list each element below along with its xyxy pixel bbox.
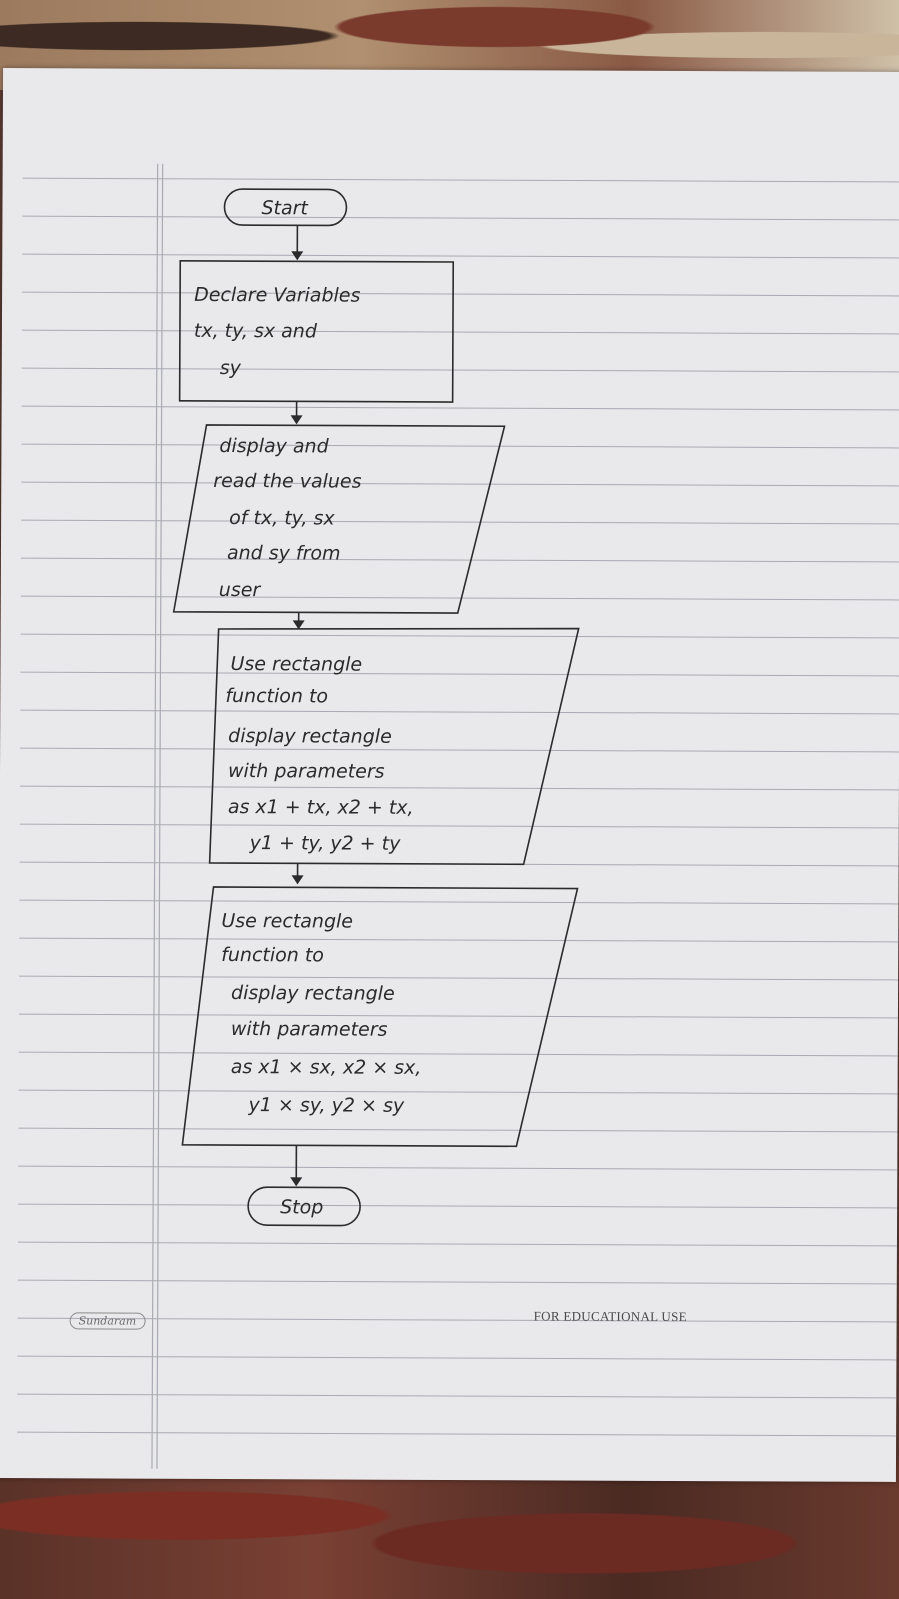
input-parallelogram: display and read the values of tx, ty, s… bbox=[172, 424, 506, 614]
input-line-5: user bbox=[219, 579, 262, 601]
ruled-line bbox=[21, 367, 899, 373]
translate-parallelogram: Use rectangle function to display rectan… bbox=[208, 627, 580, 866]
translate-line-5: as x1 + tx, x2 + tx, bbox=[228, 796, 414, 819]
notebook-page: Start Declare Variables tx, ty, sx and s… bbox=[0, 68, 899, 1482]
educational-use-notice: FOR EDUCATIONAL USE bbox=[533, 1308, 687, 1325]
ruled-line bbox=[18, 1013, 898, 1019]
input-line-4: and sy from bbox=[227, 542, 341, 564]
declare-process-box: Declare Variables tx, ty, sx and sy bbox=[178, 260, 455, 403]
ruled-line bbox=[17, 1241, 897, 1247]
start-label: Start bbox=[261, 197, 309, 219]
ruled-line bbox=[21, 405, 899, 411]
ruled-line bbox=[19, 975, 899, 981]
ruled-line bbox=[22, 253, 899, 259]
arrow-scale-to-stop bbox=[290, 1145, 303, 1187]
start-terminal: Start bbox=[223, 188, 348, 227]
scale-line-5: as x1 × sx, x2 × sx, bbox=[231, 1056, 422, 1079]
ruled-line bbox=[20, 671, 899, 677]
ruled-line bbox=[18, 1127, 898, 1133]
ruled-line bbox=[19, 937, 899, 943]
notebook-brand-logo: Sundaram bbox=[69, 1312, 146, 1330]
ruled-line bbox=[20, 595, 899, 601]
ruled-line bbox=[17, 1279, 897, 1285]
scale-line-6: y1 × sy, y2 × sy bbox=[248, 1094, 405, 1117]
ruled-line bbox=[17, 1431, 897, 1437]
translate-line-2: function to bbox=[225, 685, 328, 707]
scale-line-3: display rectangle bbox=[231, 982, 395, 1005]
ruled-line bbox=[18, 1203, 898, 1209]
stop-label: Stop bbox=[280, 1196, 323, 1218]
declare-line-2: tx, ty, sx and bbox=[194, 320, 318, 343]
ruled-line bbox=[17, 1317, 897, 1323]
ruled-line bbox=[22, 177, 899, 183]
scale-line-1: Use rectangle bbox=[221, 910, 353, 933]
arrow-input-to-translate bbox=[292, 612, 305, 630]
ruled-line bbox=[21, 519, 899, 525]
arrow-translate-to-scale bbox=[291, 863, 304, 885]
scale-line-2: function to bbox=[221, 944, 324, 966]
arrow-declare-to-input bbox=[290, 401, 303, 425]
translate-line-6: y1 + ty, y2 + ty bbox=[249, 832, 402, 855]
input-line-3: of tx, ty, sx bbox=[229, 507, 335, 529]
ruled-line bbox=[18, 1089, 898, 1095]
ruled-line bbox=[19, 823, 899, 829]
ruled-line bbox=[20, 747, 899, 753]
ruled-line bbox=[18, 1051, 898, 1057]
ruled-line bbox=[17, 1393, 897, 1399]
translate-line-4: with parameters bbox=[228, 760, 385, 783]
arrow-start-to-declare bbox=[291, 225, 304, 261]
ruled-line bbox=[21, 481, 899, 487]
ruled-line bbox=[20, 557, 899, 563]
stop-terminal: Stop bbox=[247, 1186, 361, 1227]
background-carpet-bottom bbox=[0, 1460, 899, 1599]
declare-line-1: Declare Variables bbox=[194, 284, 361, 307]
ruled-line bbox=[21, 443, 899, 449]
scale-line-4: with parameters bbox=[231, 1018, 388, 1041]
ruled-line bbox=[18, 1165, 898, 1171]
ruled-line bbox=[17, 1355, 897, 1361]
translate-line-3: display rectangle bbox=[228, 725, 392, 748]
input-line-1: display and bbox=[219, 435, 329, 457]
scale-parallelogram: Use rectangle function to display rectan… bbox=[181, 886, 579, 1148]
translate-line-1: Use rectangle bbox=[230, 653, 362, 676]
ruled-line bbox=[19, 899, 899, 905]
ruled-line bbox=[20, 633, 899, 639]
ruled-line bbox=[22, 291, 899, 297]
ruled-line bbox=[19, 785, 899, 791]
flowchart: Start Declare Variables tx, ty, sx and s… bbox=[172, 188, 580, 1227]
ruled-line bbox=[21, 329, 899, 335]
input-line-2: read the values bbox=[213, 470, 361, 493]
declare-line-3: sy bbox=[220, 357, 242, 379]
ruled-line bbox=[22, 215, 899, 221]
ruled-line bbox=[20, 709, 899, 715]
